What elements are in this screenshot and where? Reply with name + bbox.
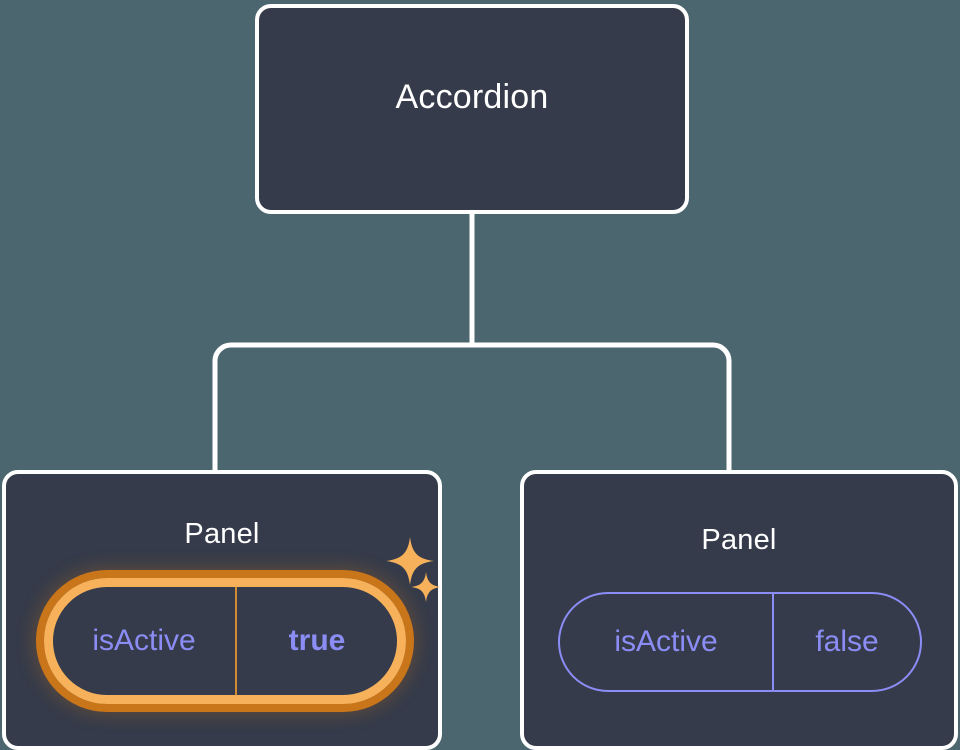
prop-value-label: false xyxy=(772,594,920,690)
node-accordion[interactable]: Accordion xyxy=(255,4,689,214)
node-panel-left-title: Panel xyxy=(184,518,260,550)
edge-branch-to-left-panel xyxy=(212,342,472,470)
node-panel-right-title: Panel xyxy=(701,524,777,556)
edge-branch-to-right-panel xyxy=(472,342,732,470)
prop-key-label: isActive xyxy=(614,625,718,658)
prop-key-label: isActive xyxy=(92,624,196,657)
node-accordion-title: Accordion xyxy=(395,78,549,116)
prop-value-label: true xyxy=(235,587,397,695)
prop-pill-isactive-false[interactable]: isActive false xyxy=(558,592,922,692)
component-tree-diagram: Accordion Panel isActive true Panel isAc… xyxy=(2,4,958,750)
prop-pill-isactive-true[interactable]: isActive true xyxy=(44,578,406,704)
